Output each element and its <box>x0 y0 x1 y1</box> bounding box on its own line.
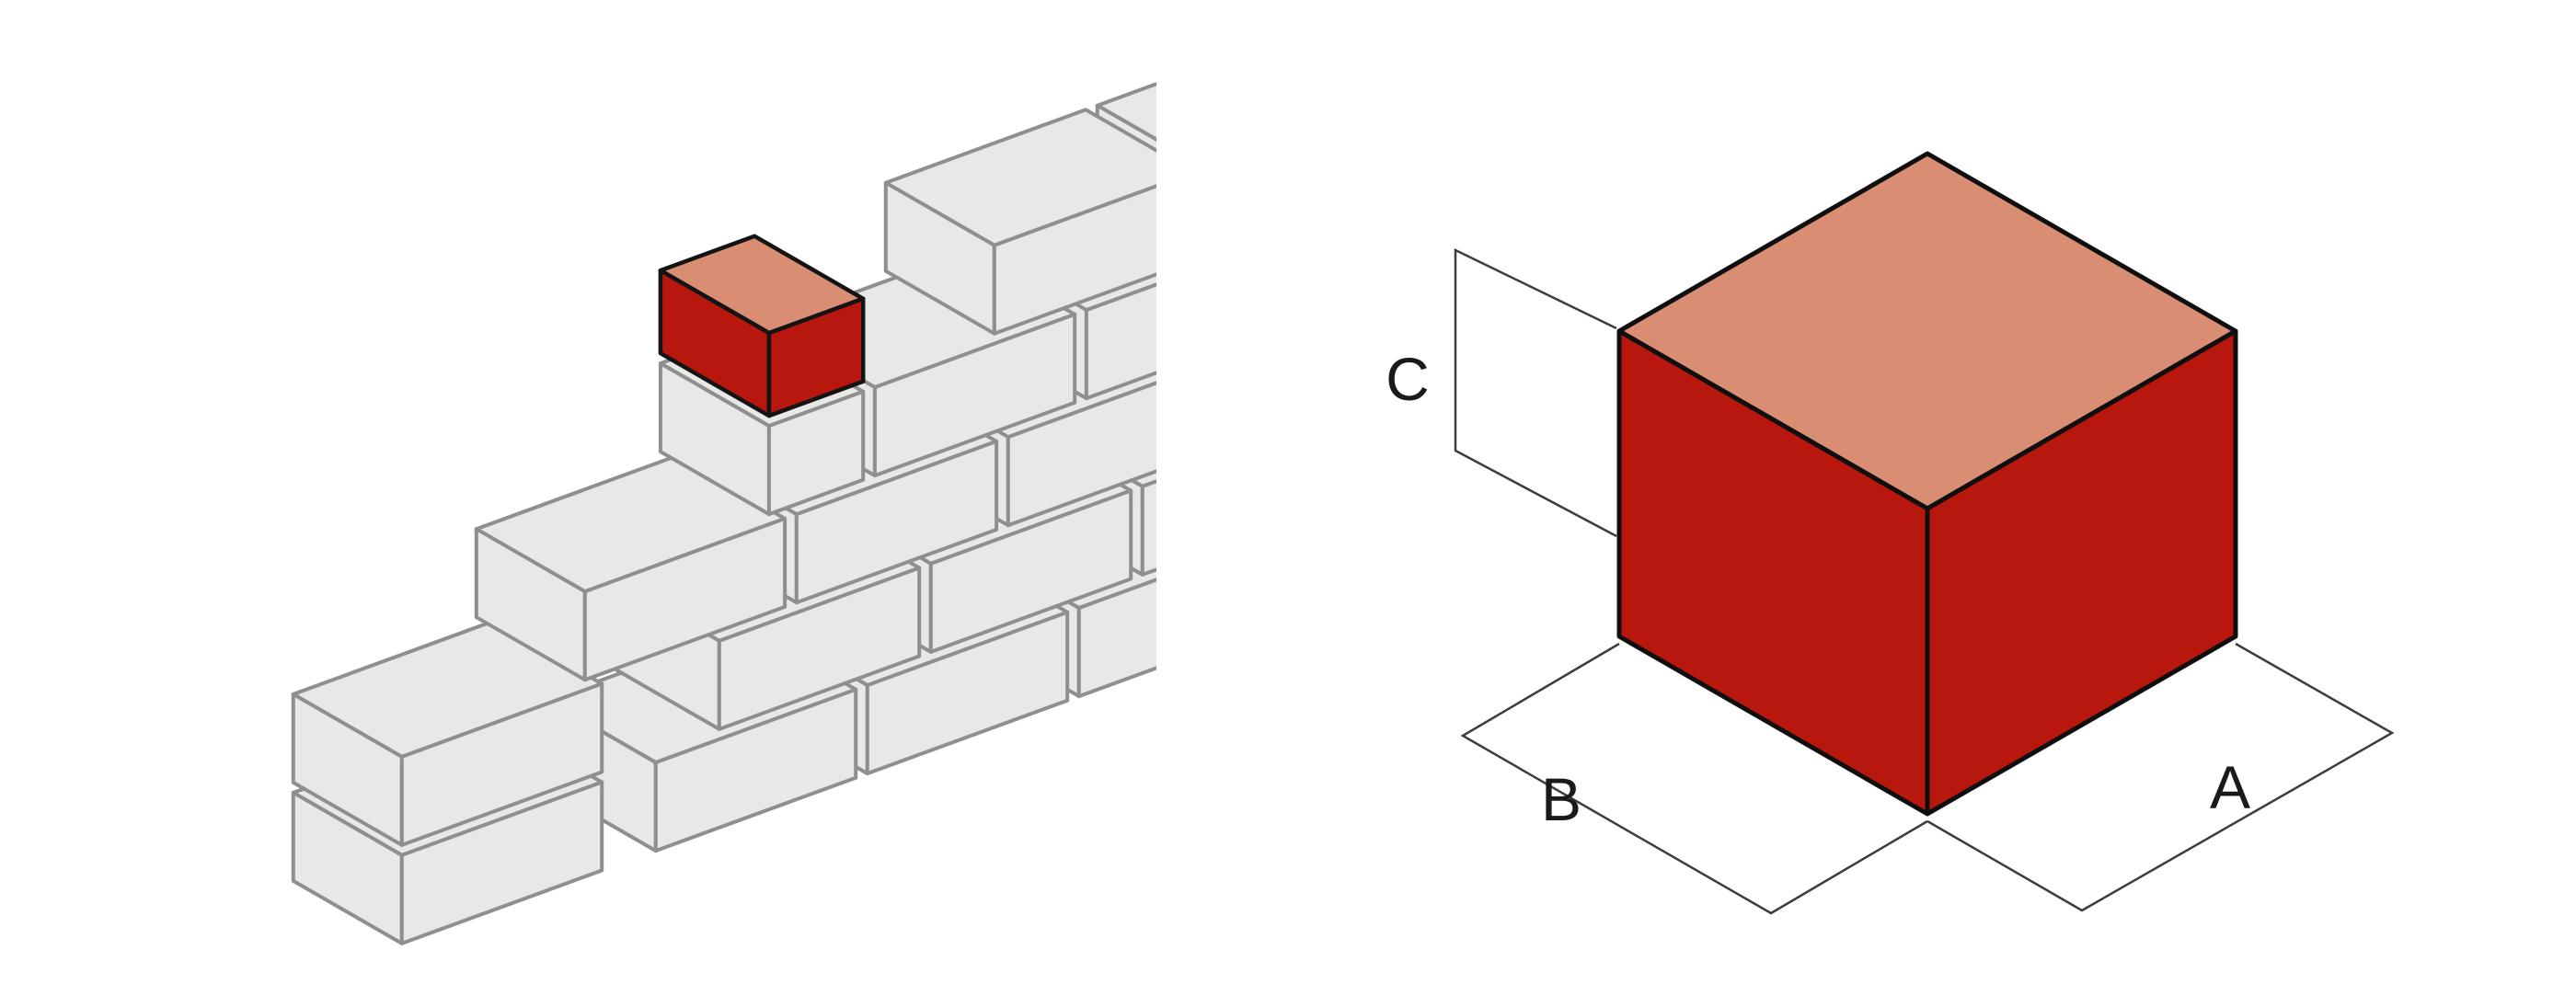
gray-brick-side-face <box>794 439 999 605</box>
gray-brick-side-face <box>717 566 922 731</box>
gray-brick-side-face <box>872 312 1077 478</box>
gray-brick-top-face <box>1109 279 1156 326</box>
gray-brick-side-face <box>1076 578 1156 699</box>
gray-brick-side-face <box>766 389 866 517</box>
dimension-label-b: B <box>1541 765 1581 833</box>
dimension-label-c: C <box>1386 345 1430 413</box>
gray-brick-side-face <box>928 488 1133 654</box>
dimension-brick-right-face <box>1925 328 2238 817</box>
gray-brick-side-face <box>865 610 1070 776</box>
gray-brick-side-face <box>399 780 604 945</box>
gray-brick-side-face <box>1006 381 1156 528</box>
c-extension <box>1454 248 1617 538</box>
gray-brick-side-face <box>582 516 788 682</box>
gray-brick-side-face <box>992 184 1156 336</box>
gray-brick-side-face <box>653 687 858 853</box>
gray-brick-side-face <box>1206 95 1406 256</box>
brick-dimension-figure <box>1616 151 2238 817</box>
gray-brick-side-face <box>399 681 604 847</box>
gray-brick-side-face <box>1084 282 1156 401</box>
brick-wall-figure <box>291 82 1406 945</box>
dimension-label-a: A <box>2210 753 2250 821</box>
red-brick-side-face <box>766 296 866 418</box>
b-extension <box>1460 642 1928 915</box>
gray-brick-side-face <box>1140 479 1156 577</box>
gray-brick-top-face <box>1095 82 1156 143</box>
a-extension <box>1926 642 2395 912</box>
dimension-lines <box>1454 248 2395 915</box>
